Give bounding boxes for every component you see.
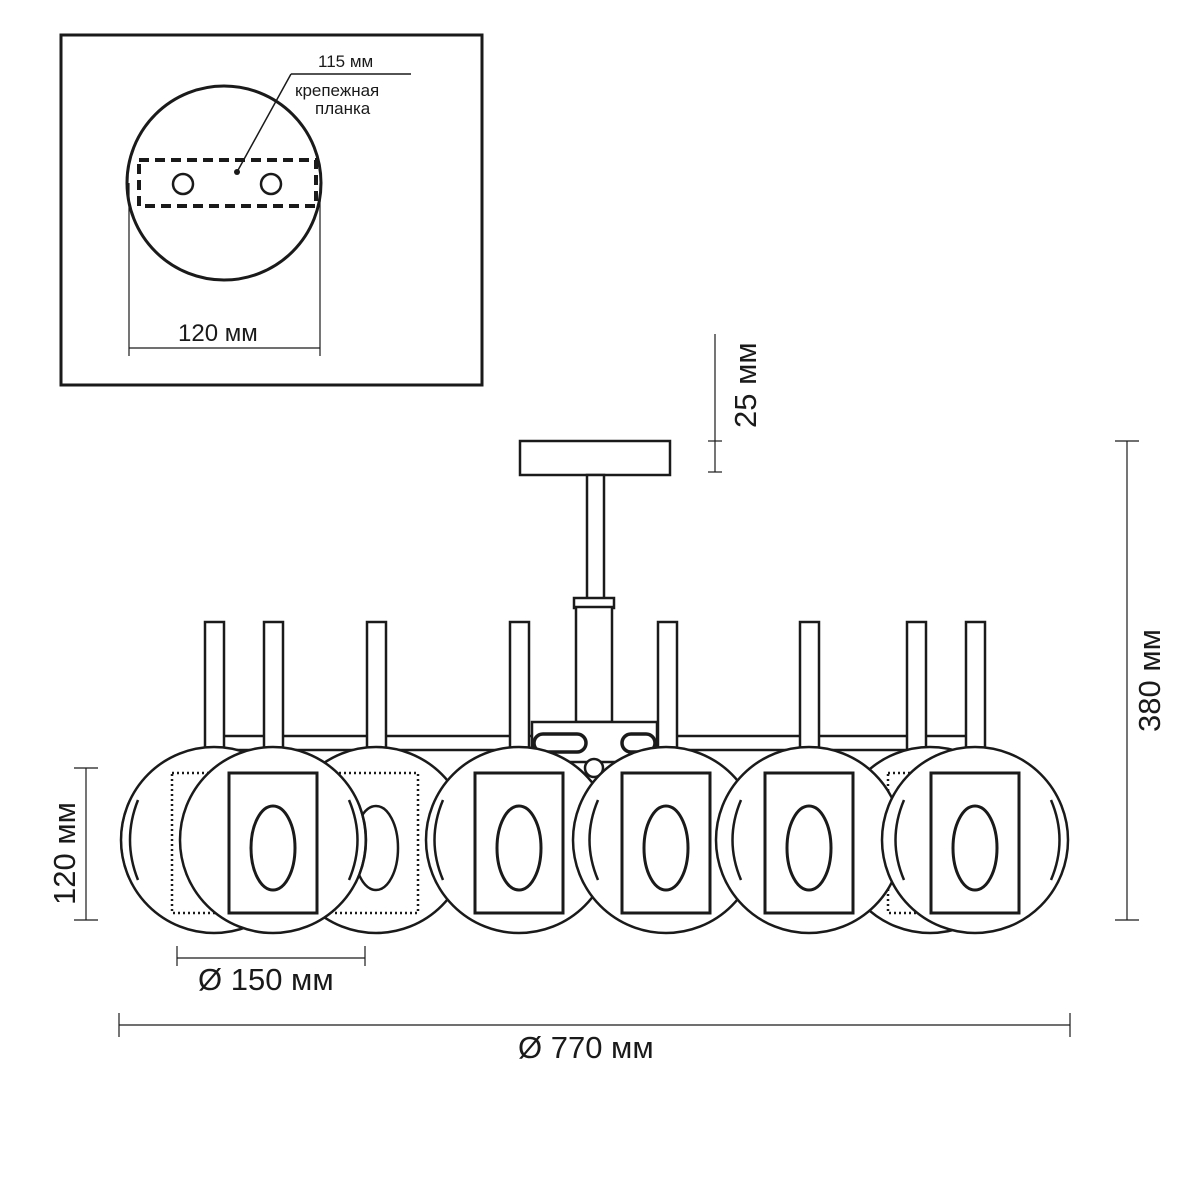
mounting-plate-dashed: [137, 158, 318, 208]
base-plate-circle: [125, 84, 323, 282]
inset-frame: [59, 33, 484, 387]
dimension-top-height: 25 мм: [708, 334, 763, 473]
glass-shade: [424, 745, 614, 935]
glass-shade: [571, 745, 761, 935]
dimension-total-height: 380 мм: [1115, 440, 1167, 921]
suspension-rod: [585, 473, 606, 602]
lamp-arm: [798, 620, 821, 764]
base-diameter-label: 120 мм: [178, 320, 258, 347]
mounting-base-inset: 115 мм крепежная планка 120 мм: [59, 33, 484, 387]
glass-shade: [880, 745, 1070, 935]
shade-height-label: 120 мм: [47, 802, 82, 905]
hub-bottom-knob: [583, 757, 605, 779]
glass-shade: [178, 745, 368, 935]
lamp-arm: [964, 620, 987, 764]
glass-shade: [714, 745, 904, 935]
dimension-shade-height: 120 мм: [47, 767, 98, 921]
central-column: [574, 605, 614, 724]
dimension-total-diameter: Ø 770 мм: [118, 1013, 1071, 1065]
total-height-label: 380 мм: [1132, 629, 1167, 732]
mounting-hole-left: [171, 172, 195, 196]
lamp-arm: [365, 620, 388, 764]
lamp-arm: [203, 620, 226, 764]
lamp-arm: [656, 620, 679, 764]
hub-slot-left: [532, 732, 588, 754]
chandelier-body: [119, 439, 1070, 935]
lamp-arm: [262, 620, 285, 764]
shade-diameter-label: Ø 150 мм: [198, 962, 334, 997]
plate-name-line1: крепежная: [295, 81, 379, 100]
top-height-label: 25 мм: [728, 342, 763, 428]
plate-width-label: 115 мм: [318, 52, 373, 71]
lamp-arms: [203, 620, 987, 764]
plate-leader-line: [236, 73, 292, 173]
mounting-hole-right: [259, 172, 283, 196]
ceiling-canopy: [518, 439, 672, 477]
lamp-arm: [905, 620, 928, 764]
total-diameter-label: Ø 770 мм: [518, 1030, 654, 1065]
plate-name-line2: планка: [315, 99, 371, 118]
lamp-arm: [508, 620, 531, 764]
dimension-shade-diameter: Ø 150 мм: [176, 946, 366, 997]
